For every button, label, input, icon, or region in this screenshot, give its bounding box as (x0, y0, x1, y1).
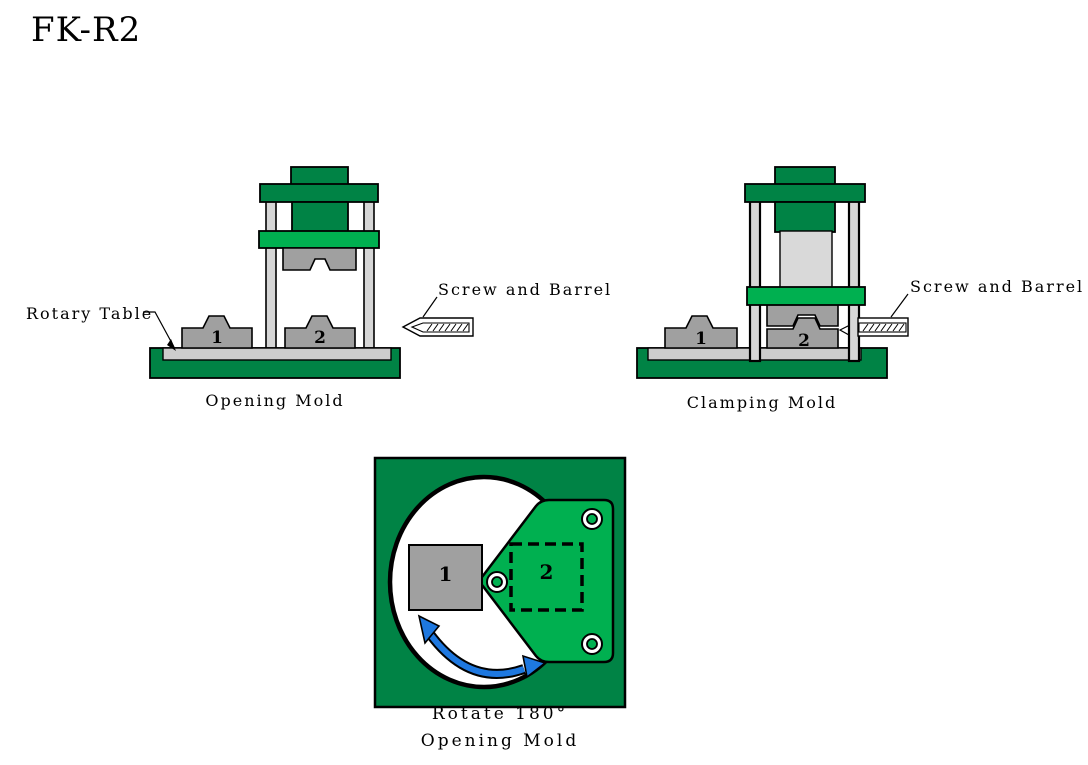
screw-and-barrel-icon (857, 317, 909, 337)
rotary-table-leader-line (143, 311, 175, 348)
lower-mold-2 (284, 315, 356, 349)
page-title: FK-R2 (31, 10, 142, 50)
piston-rod (779, 230, 833, 289)
mold-2-number: 2 (314, 328, 326, 348)
clamp-cylinder (774, 201, 836, 233)
rotate-top-view (373, 456, 627, 709)
tie-bar-left (265, 199, 277, 353)
tie-bar-hole-left (486, 571, 508, 593)
clamping-mold-caption: Clamping Mold (686, 393, 838, 412)
rotary-table-leader-arrowhead (167, 339, 176, 351)
rotate-opening-mold-caption: Opening Mold (420, 731, 580, 751)
tie-bar-hole-top (581, 508, 603, 530)
clamp-cylinder (291, 201, 349, 233)
moving-platen (258, 230, 380, 249)
mold-1-number: 1 (438, 562, 453, 586)
lower-mold-1 (181, 315, 253, 349)
rotate-180-caption: Rotate 180° (431, 704, 569, 724)
mold-1-number: 1 (695, 329, 707, 349)
mold-1-top-view (408, 544, 483, 611)
lower-mold-1 (664, 315, 738, 349)
upper-mold (282, 247, 357, 271)
platen-plate-top-view (477, 498, 615, 664)
top-crossbar (744, 183, 866, 203)
rotary-table (162, 347, 392, 361)
mold-2-number: 2 (798, 331, 810, 351)
screw-barrel-leader-line (890, 293, 909, 318)
opening-mold-machine (143, 166, 474, 379)
moving-platen (746, 286, 866, 306)
tie-bar-right (847, 198, 861, 363)
clamping-mold-machine (636, 166, 909, 379)
tie-bar-hole-bottom (581, 633, 603, 655)
mold-2-number: 2 (539, 560, 554, 584)
tie-bar-left (748, 198, 762, 363)
tie-bar-right (363, 199, 375, 353)
rotary-table-label: Rotary Table (26, 304, 154, 323)
upper-mold-clamped (766, 302, 839, 327)
opening-mold-caption: Opening Mold (205, 391, 345, 410)
top-crossbar (259, 183, 379, 203)
lower-mold-2-clamped (766, 317, 839, 349)
rotation-arrow-icon (417, 614, 547, 679)
screw-barrel-label-clamping: Screw and Barrel (910, 277, 1085, 296)
screw-and-barrel-icon (401, 317, 474, 337)
cylinder-top-block (774, 166, 836, 186)
cylinder-top-block (290, 166, 349, 186)
screw-barrel-label-opening: Screw and Barrel (438, 280, 613, 299)
mold-2-dashed-position (509, 542, 584, 612)
mold-1-number: 1 (211, 328, 223, 348)
screw-barrel-leader-line (422, 296, 438, 318)
